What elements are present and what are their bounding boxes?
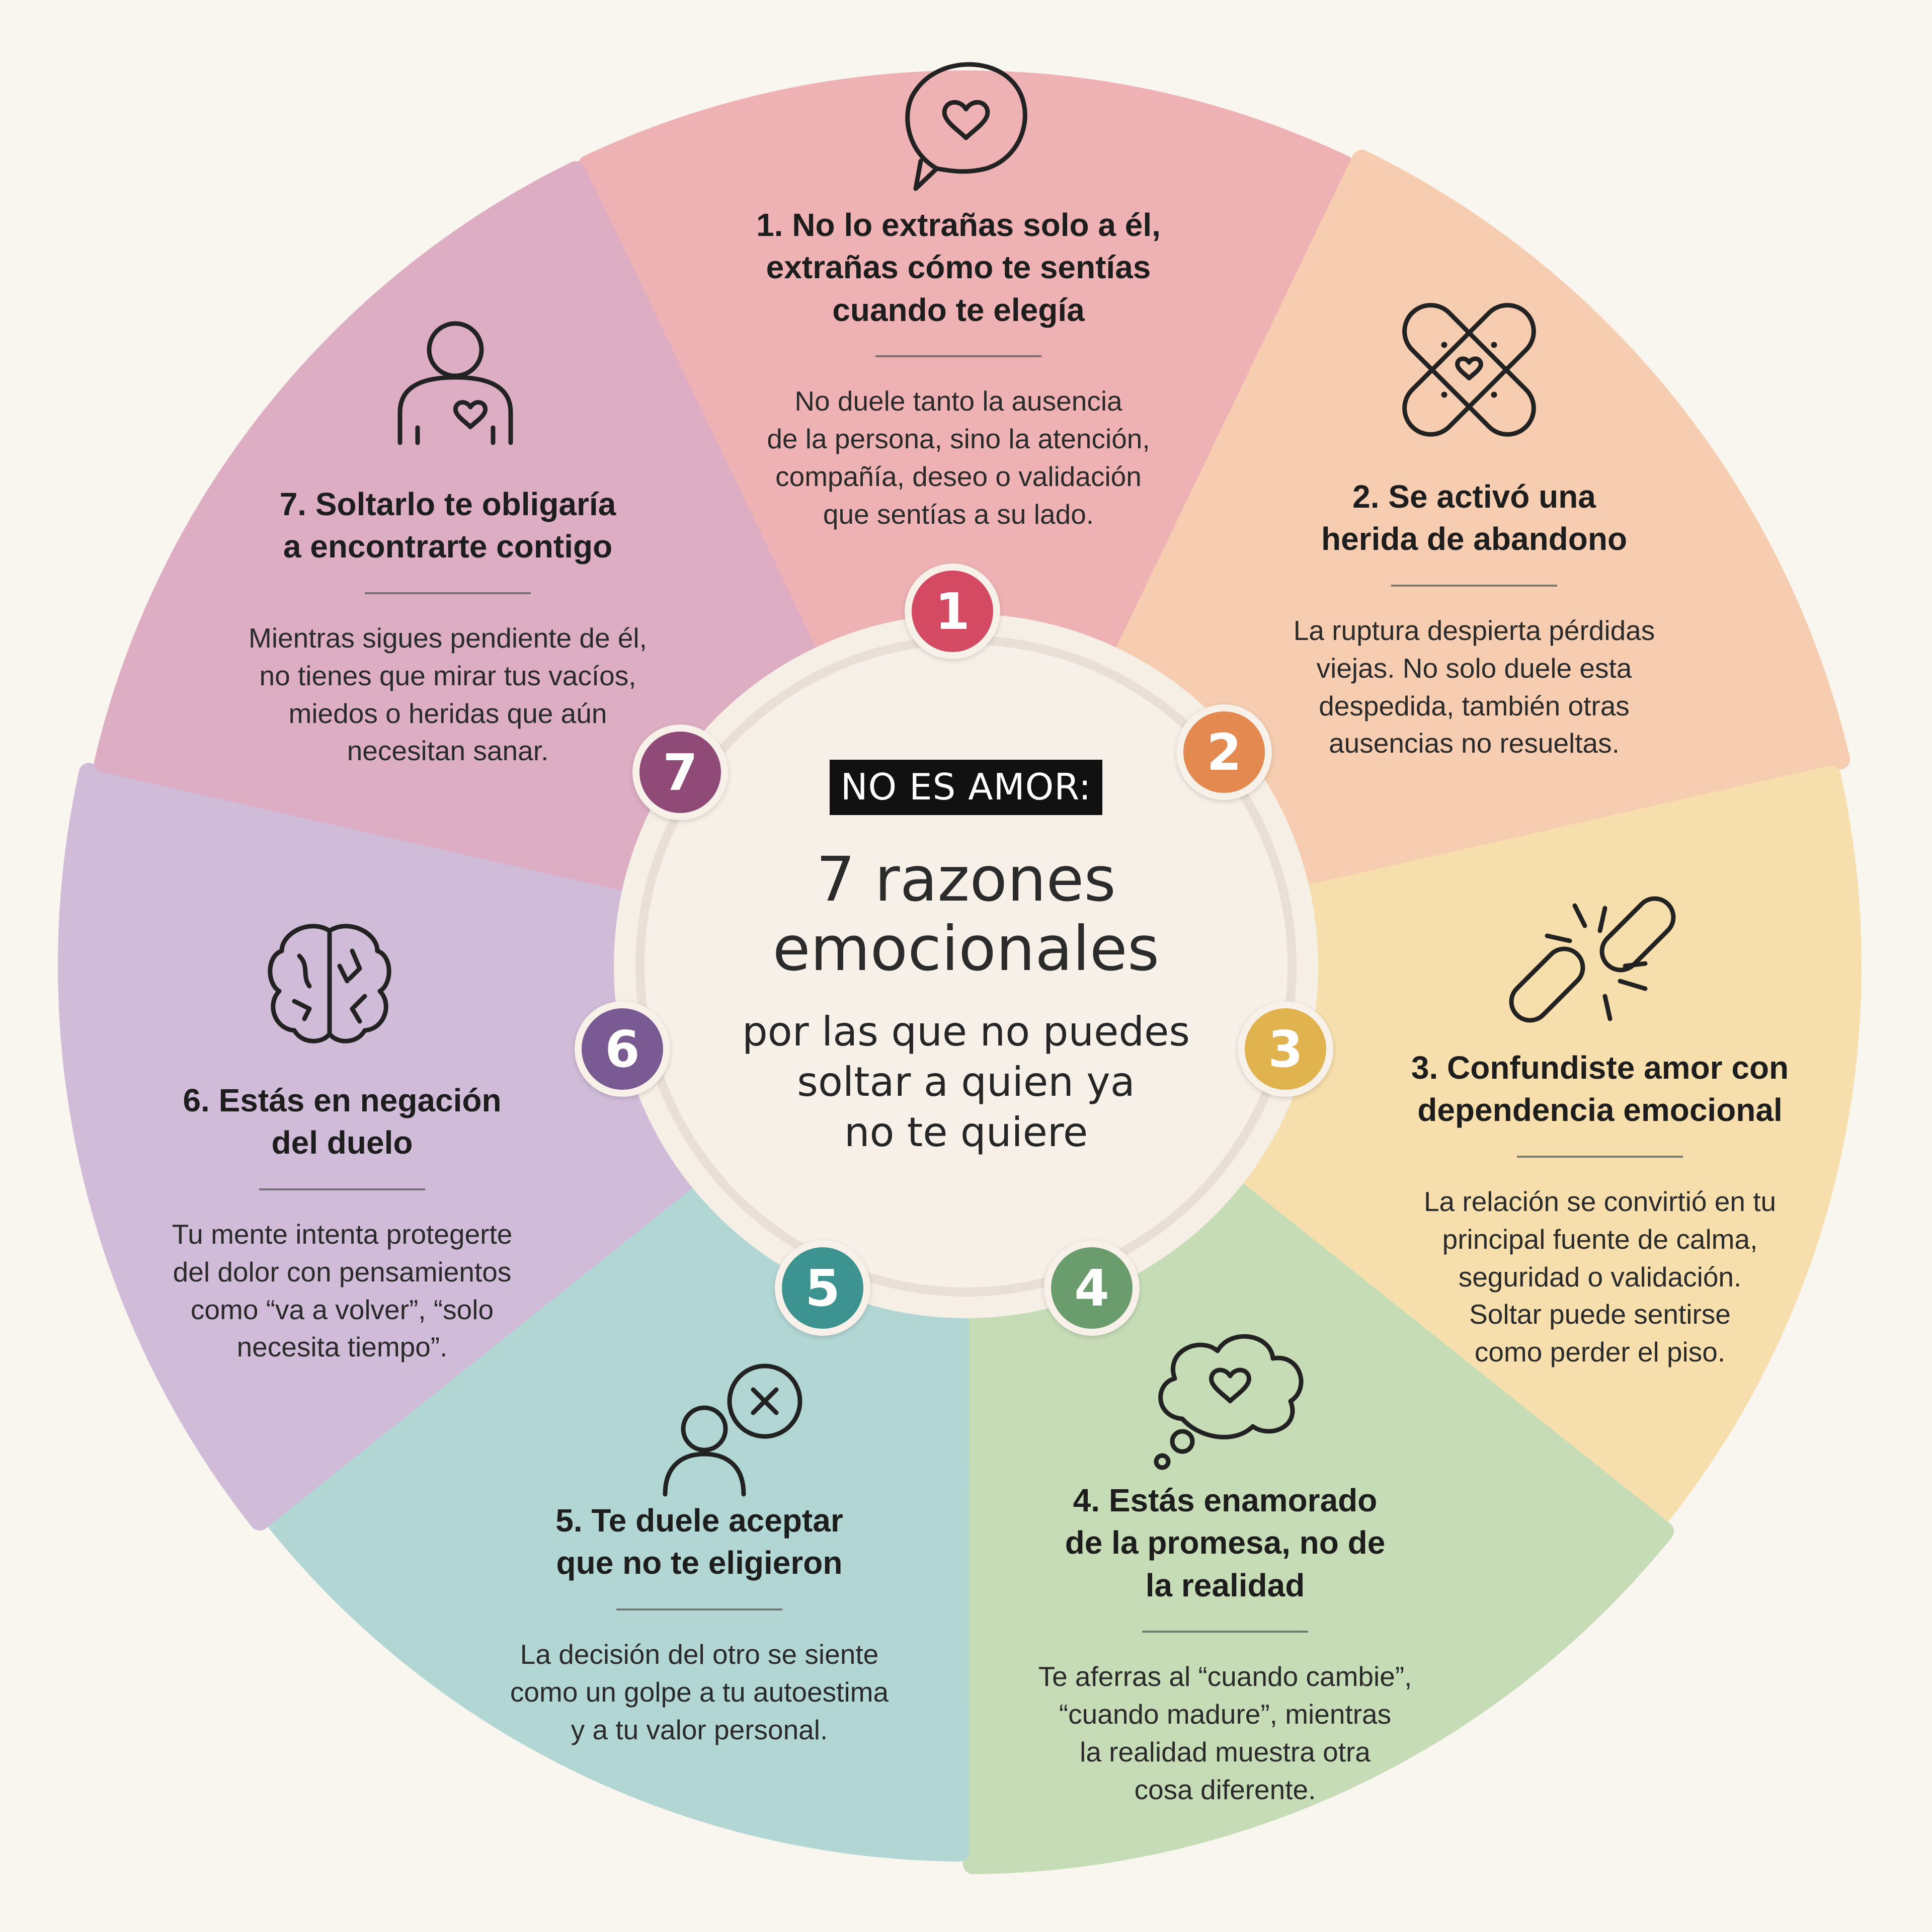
- center-heading: NO ES AMOR: 7 razones emocionales por la…: [664, 760, 1268, 1158]
- segment-5-divider: [616, 1608, 782, 1611]
- badge-1: 1: [905, 564, 1000, 659]
- badge-5-number: 5: [805, 1258, 840, 1318]
- segment-4-body: Te aferras al “cuando cambie”,“cuando ma…: [1038, 1661, 1412, 1805]
- segment-1-title: 1. No lo extrañas solo a él,extrañas cóm…: [756, 207, 1161, 328]
- segment-7-divider: [365, 592, 531, 594]
- center-subtitle: por las que no puedes soltar a quien ya …: [742, 1007, 1190, 1158]
- center-title-line-2: emocionales: [772, 913, 1160, 985]
- segment-7-body: Mientras sigues pendiente de él,no tiene…: [249, 622, 647, 767]
- badge-6-number: 6: [605, 1019, 640, 1079]
- segment-1-label: 1. No lo extrañas solo a él,extrañas cóm…: [727, 204, 1190, 533]
- crossed-bandage-heart-icon: [1402, 303, 1536, 437]
- person-rejected-icon: [663, 1363, 802, 1497]
- person-heart-icon: [397, 321, 513, 445]
- segment-2-divider: [1391, 584, 1557, 587]
- badge-3-number: 3: [1268, 1019, 1303, 1079]
- center-tag: NO ES AMOR:: [829, 760, 1103, 815]
- center-subtitle-line-3: no te quiere: [844, 1108, 1088, 1156]
- thought-cloud-heart-icon: [1154, 1334, 1304, 1470]
- center-title-line-1: 7 razones: [816, 844, 1116, 915]
- center-subtitle-line-2: soltar a quien ya: [797, 1058, 1135, 1105]
- badge-7-number: 7: [663, 743, 698, 802]
- badge-4: 4: [1044, 1240, 1140, 1336]
- badge-6: 6: [575, 1001, 670, 1097]
- badge-1-number: 1: [935, 582, 970, 641]
- badge-5: 5: [775, 1240, 870, 1336]
- badge-4-number: 4: [1074, 1258, 1109, 1318]
- segment-1-divider: [875, 355, 1041, 358]
- segment-3-divider: [1517, 1155, 1683, 1158]
- badge-2-number: 2: [1206, 722, 1242, 782]
- center-subtitle-line-1: por las que no puedes: [742, 1008, 1190, 1055]
- broken-chain-icon: [1509, 896, 1676, 1023]
- speech-bubble-heart-icon: [905, 62, 1027, 191]
- segment-6-divider: [259, 1188, 425, 1190]
- cracked-brain-icon: [268, 924, 391, 1043]
- segment-4-divider: [1142, 1631, 1308, 1633]
